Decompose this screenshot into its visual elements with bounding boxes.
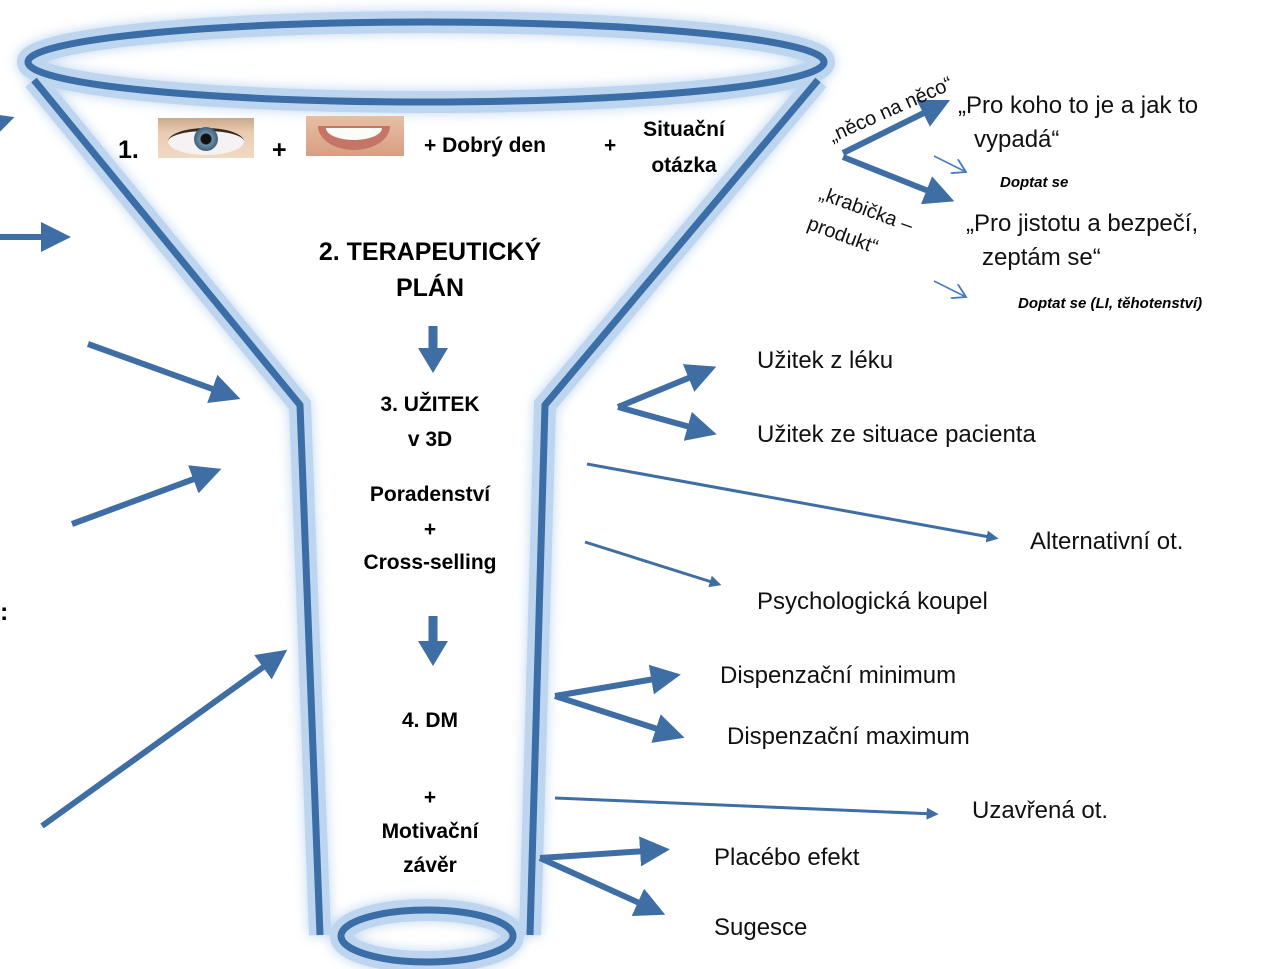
- step1-plus-1: +: [272, 136, 287, 165]
- dispenzacni-maximum: Dispenzační maximum: [727, 723, 970, 751]
- left-arrow-4: [72, 472, 213, 524]
- left-arrow-5: [42, 655, 280, 826]
- open-arrow-doptat-li: [934, 281, 966, 297]
- poradenstvi: Poradenství: [330, 483, 530, 507]
- step1-plus-3: +: [604, 134, 616, 158]
- arrow-pro-jistotu: [843, 157, 946, 198]
- pro-koho-line2: vypadá“: [974, 126, 1059, 154]
- open-arrow-doptat: [934, 156, 966, 172]
- dispenzacni-minimum: Dispenzační minimum: [720, 662, 956, 690]
- step1-number: 1.: [118, 136, 139, 165]
- step2-title-line2: PLÁN: [280, 274, 580, 303]
- uzitek-z-leku: Užitek z léku: [757, 347, 893, 375]
- pro-koho-line1: „Pro koho to je a jak to: [958, 92, 1198, 120]
- right-thin-arrows: [555, 464, 995, 814]
- step1-otazka: otázka: [634, 154, 734, 178]
- step3-title-line2: v 3D: [330, 428, 530, 452]
- arrow-disp-minimum: [555, 676, 672, 696]
- plus-mid: +: [330, 518, 530, 542]
- arrow-psychologicka: [585, 542, 718, 584]
- open-arrows: [934, 156, 966, 297]
- cross-selling: Cross-selling: [330, 551, 530, 575]
- arrow-disp-maximum: [555, 696, 676, 735]
- psychologicka-koupel: Psychologická koupel: [757, 588, 988, 616]
- placebo-efekt: Placébo efekt: [714, 844, 859, 872]
- step4-title: 4. DM: [330, 709, 530, 733]
- funnel-top-rim: [28, 22, 824, 102]
- step1-situacni: Situační: [634, 118, 734, 142]
- arrow-uzitek-z-leku: [618, 370, 708, 407]
- plus-bottom: +: [330, 786, 530, 810]
- sugesce: Sugesce: [714, 914, 807, 942]
- pro-jistotu-line2: zeptám se“: [982, 244, 1101, 272]
- eye-icon: [158, 118, 254, 158]
- down-arrowhead-2: [418, 641, 448, 666]
- left-arrow-1: [0, 120, 6, 122]
- pro-jistotu-line1: „Pro jistotu a bezpečí,: [966, 210, 1198, 238]
- funnel-left-side: [34, 80, 320, 935]
- arrow-alternativni: [587, 464, 995, 538]
- left-arrow-3: [88, 344, 232, 396]
- arrow-sugesce: [540, 858, 657, 911]
- doptat-se-li-note: Doptat se (LI, těhotenství): [1018, 295, 1202, 312]
- alternativni-ot: Alternativní ot.: [1030, 528, 1183, 556]
- uzitek-ze-situace: Užitek ze situace pacienta: [757, 421, 1036, 449]
- arrow-placebo: [540, 850, 661, 858]
- doptat-se-note: Doptat se: [1000, 174, 1068, 191]
- step2-title-line1: 2. TERAPEUTICKÝ: [280, 238, 580, 267]
- down-arrowhead-1: [418, 348, 448, 373]
- arrow-uzavrena: [555, 798, 935, 814]
- uzavrena-ot: Uzavřená ot.: [972, 797, 1108, 825]
- left-colon: :: [0, 598, 8, 627]
- smile-icon: [306, 116, 404, 156]
- arrow-uzitek-ze-situace: [618, 407, 708, 432]
- motivacni: Motivační: [330, 820, 530, 844]
- zaver: závěr: [330, 854, 530, 878]
- step3-title-line1: 3. UŽITEK: [330, 393, 530, 417]
- step1-dobry-den: + Dobrý den: [424, 134, 546, 158]
